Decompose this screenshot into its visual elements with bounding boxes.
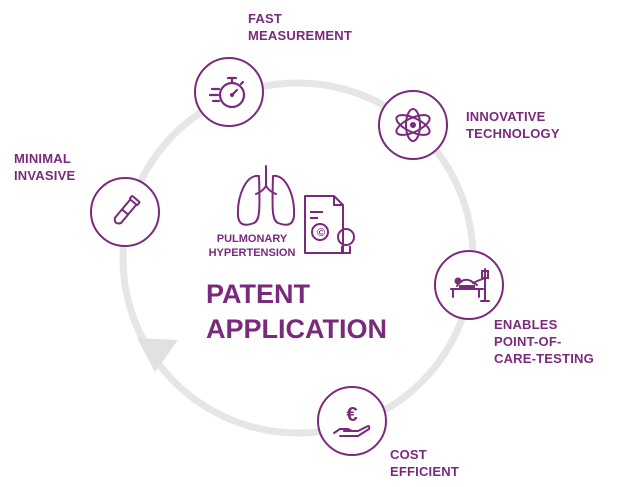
fast-measurement-line2: MEASUREMENT [248,28,353,43]
patient-bed-icon [450,268,490,302]
point-of-care-line1: ENABLES [494,317,558,332]
innovative-technology-node [378,90,448,160]
test-tube-icon [113,195,141,225]
fast-measurement-label: FAST MEASUREMENT [248,10,352,44]
innovative-technology-line1: INNOVATIVE [466,109,546,124]
cost-efficient-node: € [317,386,387,456]
fast-measurement-line1: FAST [248,11,283,26]
patent-document-icon [304,195,355,254]
minimal-invasive-node [90,177,160,247]
title-line2: APPLICATION [206,314,387,344]
subtitle-line1: PULMONARY [216,233,288,245]
center-title: PATENT APPLICATION [206,277,387,347]
innovative-technology-label: INNOVATIVE TECHNOLOGY [466,108,560,142]
innovative-technology-line2: TECHNOLOGY [466,126,560,141]
euro-hand-icon: € [333,404,371,437]
cost-efficient-line2: EFFICIENT [390,464,459,479]
svg-text:€: € [346,404,357,426]
point-of-care-node [434,250,504,320]
atom-icon [395,108,431,142]
copyright-mark: © [317,227,325,239]
subtitle-label: PULMONARY HYPERTENSION [205,232,299,260]
point-of-care-line3: CARE-TESTING [494,351,594,366]
cost-efficient-line1: COST [390,447,427,462]
minimal-invasive-label: MINIMAL INVASIVE [14,150,75,184]
lungs-icon [236,165,296,226]
cost-efficient-label: COST EFFICIENT [390,446,459,480]
title-line1: PATENT [206,279,310,309]
fast-measurement-node [194,57,264,127]
point-of-care-line2: POINT-OF- [494,334,562,349]
point-of-care-label: ENABLES POINT-OF- CARE-TESTING [494,316,594,367]
minimal-invasive-line1: MINIMAL [14,151,71,166]
stopwatch-icon [208,76,246,109]
cycle-arrow-head [137,338,178,372]
minimal-invasive-line2: INVASIVE [14,168,76,183]
subtitle-line2: HYPERTENSION [208,247,296,259]
